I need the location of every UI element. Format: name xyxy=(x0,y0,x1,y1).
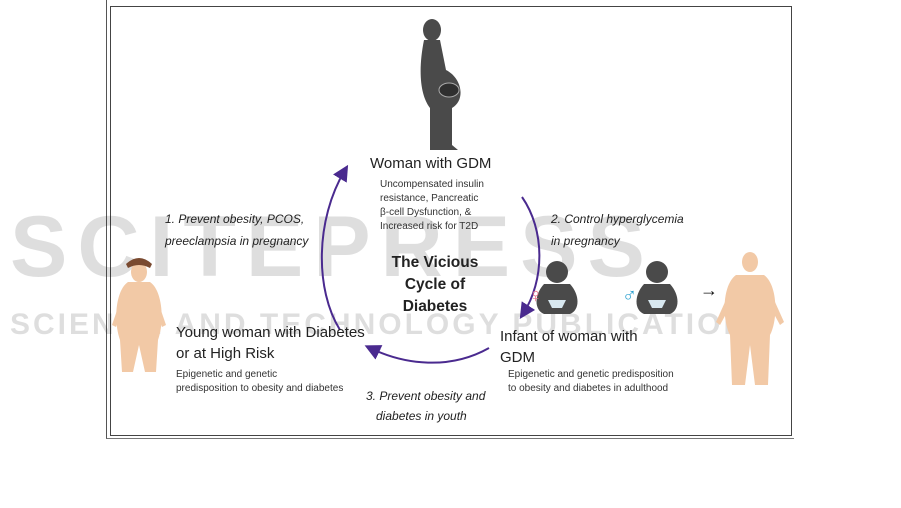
step-3-label: 3. Prevent obesity and diabetes in youth xyxy=(366,386,485,426)
male-infant-icon xyxy=(636,261,678,314)
title-line: Diabetes xyxy=(402,298,468,315)
step-line: preeclampsia in pregnancy xyxy=(165,234,309,248)
cycle-arrow-3 xyxy=(364,345,490,364)
male-symbol-icon: ♂ xyxy=(622,285,637,307)
woman-gdm-description: Uncompensated insulin resistance, Pancre… xyxy=(380,178,484,234)
heading-line: or at High Risk xyxy=(176,345,275,362)
female-infant-icon xyxy=(536,261,578,314)
young-woman-figure xyxy=(112,258,166,372)
desc-line: to obesity and diabetes in adulthood xyxy=(508,383,669,394)
title-line: Cycle of xyxy=(404,276,466,293)
female-symbol-icon: ♀ xyxy=(528,285,543,307)
infant-heading: Infant of woman with GDM xyxy=(500,326,638,368)
woman-gdm-heading: Woman with GDM xyxy=(370,155,492,172)
desc-line: Epigenetic and genetic xyxy=(176,369,278,380)
desc-line: Epigenetic and genetic predisposition xyxy=(508,369,674,380)
step-1-label: 1. Prevent obesity, PCOS, preeclampsia i… xyxy=(165,208,308,252)
title-line: The Vicious xyxy=(391,254,479,271)
heading-line: Young woman with Diabetes xyxy=(176,324,365,341)
desc-line: resistance, Pancreatic xyxy=(380,193,479,204)
young-woman-heading: Young woman with Diabetes or at High Ris… xyxy=(176,322,365,364)
adult-man-figure xyxy=(716,252,784,385)
pregnant-woman-icon xyxy=(420,19,461,150)
young-woman-description: Epigenetic and genetic predisposition to… xyxy=(176,368,343,396)
cycle-arrow-1 xyxy=(320,164,349,331)
step-line: 3. Prevent obesity and xyxy=(366,389,486,403)
step-line: 2. Control hyperglycemia xyxy=(551,212,684,226)
step-line: 1. Prevent obesity, PCOS, xyxy=(165,212,305,226)
desc-line: Uncompensated insulin xyxy=(380,179,484,190)
infant-description: Epigenetic and genetic predisposition to… xyxy=(508,368,674,396)
figure-frame xyxy=(110,6,792,436)
outer-frame xyxy=(106,0,794,439)
cycle-title: The Vicious Cycle of Diabetes xyxy=(370,252,500,318)
heading-line: GDM xyxy=(500,349,535,366)
step-2-label: 2. Control hyperglycemia in pregnancy xyxy=(551,208,684,252)
cycle-arrow-2 xyxy=(519,196,541,320)
desc-line: predisposition to obesity and diabetes xyxy=(176,383,344,394)
step-line: in pregnancy xyxy=(551,234,620,248)
desc-line: β-cell Dysfunction, & xyxy=(380,207,472,218)
desc-line: Increased risk for T2D xyxy=(380,221,479,232)
heading-line: Infant of woman with xyxy=(500,328,638,345)
step-line: diabetes in youth xyxy=(376,409,467,423)
progression-arrow-icon: → xyxy=(700,280,718,300)
